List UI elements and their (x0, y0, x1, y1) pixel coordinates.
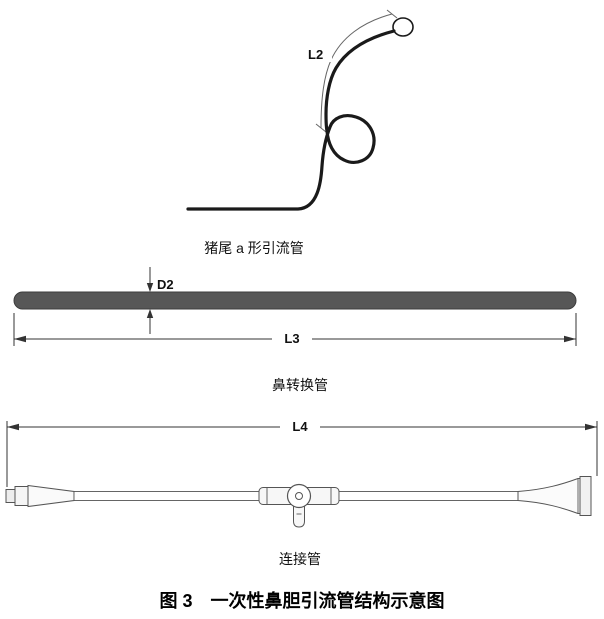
l4-arrow-right (585, 423, 597, 431)
connector-diagram: L4 连接管 (5, 418, 598, 567)
pigtail-label: 猪尾 a 形引流管 (204, 240, 304, 256)
l2-dimension-tick-bottom (315, 123, 327, 133)
stopcock-valve-circle (286, 483, 312, 509)
connector-right-funnel (517, 478, 581, 514)
connector-left-cap (5, 489, 16, 503)
d2-upper-arrow (146, 283, 154, 292)
l3-arrow-right (564, 335, 576, 343)
nasal-tube-body (13, 291, 577, 310)
l3-arrow-left (14, 335, 26, 343)
pigtail-tip-loop (392, 17, 414, 37)
connector-left-collar (14, 486, 29, 506)
connector-right-tube (338, 491, 519, 501)
stopcock-handle (293, 504, 305, 528)
d2-dimension-label: D2 (157, 277, 174, 292)
stopcock-valve-center (295, 492, 303, 500)
connector-left-cone (27, 484, 75, 508)
connector-left-tube (73, 491, 260, 501)
l4-dimension-label: L4 (292, 419, 308, 434)
l4-label-mask (280, 418, 320, 434)
l2-dimension-label: L2 (308, 47, 323, 62)
l3-dimension-label: L3 (284, 331, 299, 346)
figure-caption: 图 3 一次性鼻胆引流管结构示意图 (159, 590, 444, 611)
nasal-tube-label: 鼻转换管 (272, 377, 328, 393)
l2-label-mask (304, 46, 332, 62)
pigtail-tube-curve (186, 29, 396, 211)
nasal-tube-diagram: D2 L3 鼻转换管 (13, 267, 577, 393)
l4-arrow-left (7, 423, 19, 431)
d2-lower-arrow (146, 309, 154, 318)
l3-label-mask (272, 330, 312, 346)
l2-dimension-tick-top (386, 9, 398, 19)
l2-dimension-arc (320, 13, 393, 129)
connector-right-rim (579, 476, 592, 516)
pigtail-diagram: L2 猪尾 a 形引流管 (186, 9, 414, 256)
connector-label: 连接管 (279, 551, 321, 567)
